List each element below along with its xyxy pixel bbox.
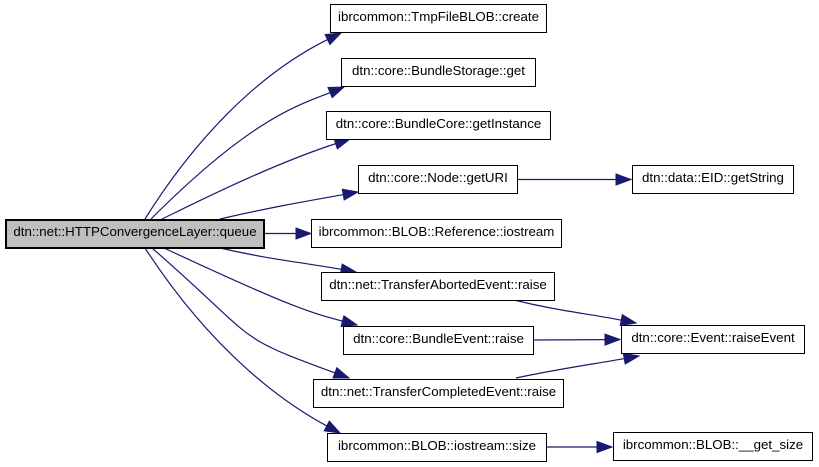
edge-queue-to-get_instance xyxy=(161,137,352,220)
node-completed_raise-label: dtn::net::TransferCompletedEvent::raise xyxy=(320,384,557,400)
edge-queue-to-create xyxy=(144,32,343,220)
node-storage_get[interactable]: dtn::core::BundleStorage::get xyxy=(341,58,536,87)
edge-get_uri-to-get_string-arrowhead-icon xyxy=(615,173,633,186)
edge-iostream_size-to-get_size-arrowhead-icon xyxy=(596,440,614,454)
edge-queue-to-bundle_raise-arrowhead-icon xyxy=(340,314,359,327)
edge-queue-to-bundle_raise-line xyxy=(163,247,345,323)
edge-queue-to-storage_get xyxy=(150,86,346,220)
node-get_string[interactable]: dtn::data::EID::getString xyxy=(632,165,794,194)
node-queue: dtn::net::HTTPConvergenceLayer::queue xyxy=(5,218,265,249)
node-iostream_size-label: ibrcommon::BLOB::iostream::size xyxy=(337,438,537,454)
edge-queue-to-completed_raise-line xyxy=(151,247,338,375)
edge-queue-to-iostream xyxy=(265,227,313,240)
edge-queue-to-get_uri xyxy=(219,188,360,220)
edge-completed_raise-to-raise_event-arrowhead-icon xyxy=(622,352,641,365)
edge-queue-to-aborted_raise xyxy=(219,247,358,276)
node-bundle_raise[interactable]: dtn::core::BundleEvent::raise xyxy=(343,326,534,355)
node-storage_get-label: dtn::core::BundleStorage::get xyxy=(352,63,525,79)
edge-bundle_raise-to-raise_event-arrowhead-icon xyxy=(604,333,622,346)
node-get_string-label: dtn::data::EID::getString xyxy=(642,170,784,186)
node-create[interactable]: ibrcommon::TmpFileBLOB::create xyxy=(330,4,547,33)
edge-completed_raise-to-raise_event-line xyxy=(515,357,627,379)
edge-queue-to-create-arrowhead-icon xyxy=(324,32,343,46)
edge-bundle_raise-to-raise_event xyxy=(533,333,622,346)
edge-queue-to-get_uri-line xyxy=(219,193,346,220)
edge-aborted_raise-to-raise_event xyxy=(513,299,638,327)
node-get_size-label: ibrcommon::BLOB::__get_size xyxy=(622,437,804,453)
node-aborted_raise[interactable]: dtn::net::TransferAbortedEvent::raise xyxy=(321,272,555,301)
edge-get_uri-to-get_string xyxy=(518,173,633,186)
edge-queue-to-iostream_size-arrowhead-icon xyxy=(323,420,342,434)
edge-iostream_size-to-get_size xyxy=(547,440,614,454)
node-get_size[interactable]: ibrcommon::BLOB::__get_size xyxy=(613,432,813,461)
edge-queue-to-iostream_size-line xyxy=(144,247,329,428)
node-aborted_raise-label: dtn::net::TransferAbortedEvent::raise xyxy=(329,277,547,293)
edge-queue-to-bundle_raise xyxy=(163,247,359,327)
node-iostream[interactable]: ibrcommon::BLOB::Reference::iostream xyxy=(311,219,562,248)
edge-queue-to-iostream_size xyxy=(144,247,342,434)
node-raise_event[interactable]: dtn::core::Event::raiseEvent xyxy=(621,325,805,354)
node-iostream-label: ibrcommon::BLOB::Reference::iostream xyxy=(318,224,555,240)
edge-completed_raise-to-raise_event xyxy=(515,352,641,379)
node-get_uri-label: dtn::core::Node::getURI xyxy=(368,170,508,186)
edge-queue-to-iostream-arrowhead-icon xyxy=(295,227,313,240)
node-bundle_raise-label: dtn::core::BundleEvent::raise xyxy=(353,331,524,347)
edge-queue-to-storage_get-arrowhead-icon xyxy=(327,86,346,99)
node-iostream_size[interactable]: ibrcommon::BLOB::iostream::size xyxy=(327,433,547,462)
edge-aborted_raise-to-raise_event-arrowhead-icon xyxy=(619,313,638,327)
edge-queue-to-aborted_raise-line xyxy=(219,247,344,271)
node-raise_event-label: dtn::core::Event::raiseEvent xyxy=(631,330,795,346)
node-get_uri[interactable]: dtn::core::Node::getURI xyxy=(358,165,518,194)
edge-queue-to-completed_raise xyxy=(151,247,351,379)
node-queue-label: dtn::net::HTTPConvergenceLayer::queue xyxy=(13,224,257,240)
edge-queue-to-get_uri-arrowhead-icon xyxy=(341,188,360,201)
edge-aborted_raise-to-raise_event-line xyxy=(513,299,624,322)
node-get_instance-label: dtn::core::BundleCore::getInstance xyxy=(335,116,542,132)
edge-queue-to-completed_raise-arrowhead-icon xyxy=(332,366,351,379)
node-create-label: ibrcommon::TmpFileBLOB::create xyxy=(338,9,539,25)
node-completed_raise[interactable]: dtn::net::TransferCompletedEvent::raise xyxy=(313,379,564,408)
edge-queue-to-create-line xyxy=(144,38,330,220)
edge-queue-to-storage_get-line xyxy=(150,91,333,220)
node-get_instance[interactable]: dtn::core::BundleCore::getInstance xyxy=(326,111,551,140)
edge-queue-to-get_instance-line xyxy=(161,142,338,220)
